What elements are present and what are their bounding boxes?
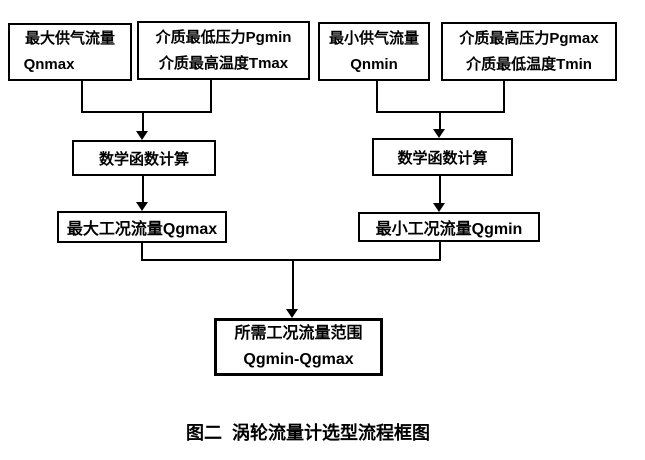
connector-result-arrow-line [292, 259, 294, 310]
node-qgmax: 最大工况流量Qgmax [57, 211, 227, 243]
node-result-line1: 所需工况流量范围 [234, 325, 363, 342]
connector-qnmax-drop [81, 81, 83, 113]
node-pgmin-tmax-line1: 介质最低压力Pgmin [155, 28, 292, 46]
node-result: 所需工况流量范围 Qgmin-Qgmax [214, 318, 383, 376]
connector-pgmin-drop [210, 80, 212, 113]
arrowhead-into-qgmax [136, 202, 148, 211]
node-calc-left: 数学函数计算 [72, 140, 216, 176]
connector-calc-right-to-qgmin [439, 176, 441, 204]
node-pgmin-tmax: 介质最低压力Pgmin 介质最高温度Tmax [137, 21, 310, 80]
node-pgmax-tmin-line1: 介质最高压力Pgmax [459, 29, 599, 47]
connector-qgmin-drop [439, 242, 441, 261]
node-qnmin-line1: 最小供气流量 [328, 29, 419, 47]
node-qnmax: 最大供气流量 Qnmax [8, 23, 132, 81]
node-result-line2: Qgmin-Qgmax [243, 351, 354, 368]
node-qnmin-line2: Qnmin [350, 55, 398, 73]
arrowhead-into-result [286, 309, 298, 318]
node-pgmin-tmax-line2: 介质最高温度Tmax [158, 54, 289, 72]
connector-left-arrow-line [142, 112, 144, 133]
connector-qnmin-drop [376, 81, 378, 113]
arrowhead-into-qgmin [433, 203, 445, 212]
connector-left-collector [81, 111, 212, 113]
node-pgmax-tmin: 介质最高压力Pgmax 介质最低温度Tmin [441, 22, 617, 81]
figure-caption: 图二 涡轮流量计选型流程框图 [185, 423, 430, 443]
arrowhead-into-calc-left [136, 131, 148, 140]
node-qgmin: 最小工况流量Qgmin [358, 212, 540, 242]
connector-right-arrow-line [439, 112, 441, 131]
node-qgmin-label: 最小工况流量Qgmin [375, 221, 523, 238]
node-qnmax-line2: Qnmax [23, 56, 75, 73]
node-calc-right-label: 数学函数计算 [397, 149, 488, 167]
node-qnmin: 最小供气流量 Qnmin [318, 22, 430, 81]
node-pgmax-tmin-line2: 介质最低温度Tmin [466, 55, 592, 73]
connector-pgmax-drop [503, 80, 505, 113]
connector-bottom-collector [141, 259, 441, 261]
arrowhead-into-calc-right [433, 129, 445, 138]
node-qnmax-line1: 最大供气流量 [24, 30, 115, 47]
node-calc-right: 数学函数计算 [372, 138, 513, 176]
node-calc-left-label: 数学函数计算 [98, 150, 189, 168]
connector-qgmax-drop [141, 243, 143, 261]
connector-calc-left-to-qgmax [142, 176, 144, 204]
node-qgmax-label: 最大工况流量Qgmax [66, 221, 218, 238]
